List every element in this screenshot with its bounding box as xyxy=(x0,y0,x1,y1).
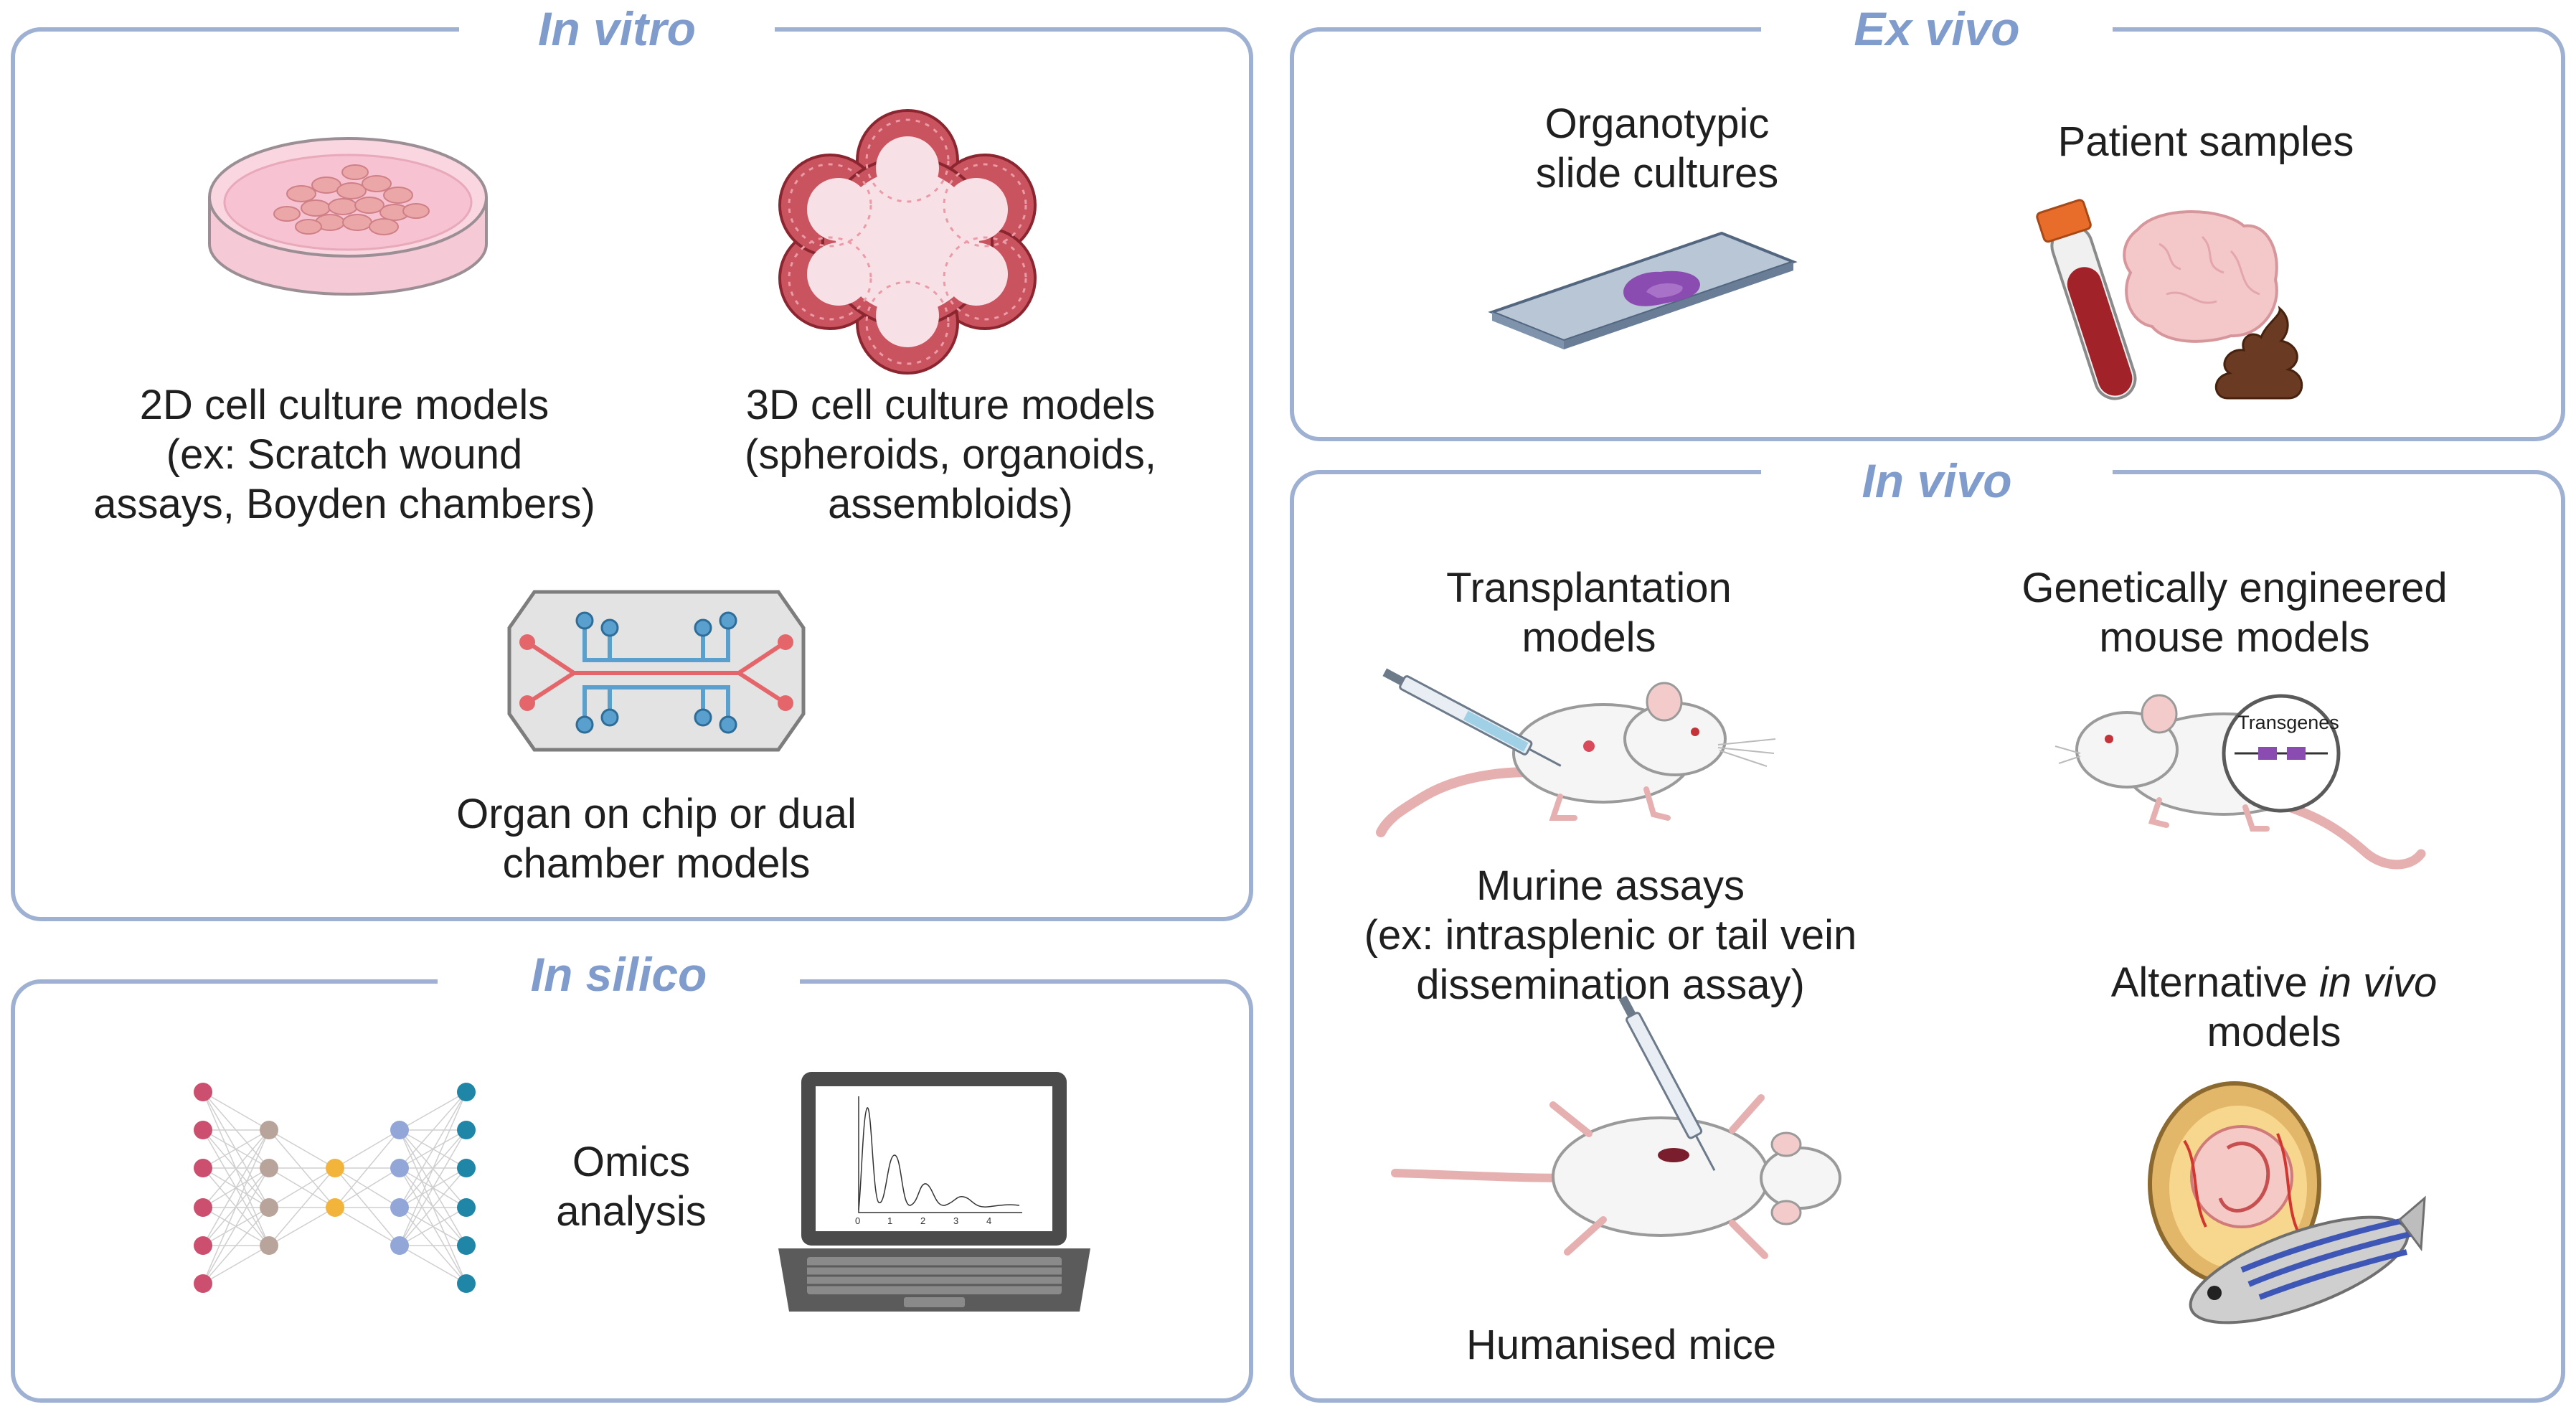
petri-dish-icon xyxy=(208,137,488,296)
label-organ-on-chip: Organ on chip or dual chamber models xyxy=(456,791,857,887)
label-2d-cell-culture: 2D cell culture models (ex: Scratch woun… xyxy=(93,382,595,527)
alt-prefix: Alternative xyxy=(2110,959,2319,1006)
patient-samples-icon xyxy=(2036,199,2303,400)
laptop-icon: 0 1 2 3 4 xyxy=(778,1069,1090,1317)
plot-tick-3: 3 xyxy=(953,1215,959,1226)
ex-vivo-panel xyxy=(1290,27,2565,441)
label-organotypic-slide: Organotypic slide cultures xyxy=(1535,100,1779,197)
label-transplantation-models: Transplantation models xyxy=(1446,565,1732,661)
organ-on-chip-icon xyxy=(507,590,806,752)
plot-tick-1: 1 xyxy=(887,1215,893,1226)
plot-tick-0: 0 xyxy=(855,1215,861,1226)
gem-mouse-icon xyxy=(2054,694,2426,870)
in-silico-title: In silico xyxy=(438,946,800,1003)
neural-network-icon xyxy=(194,1083,476,1293)
label-3d-cell-culture: 3D cell culture models (spheroids, organ… xyxy=(745,382,1156,527)
transplantation-mouse-icon xyxy=(1376,668,1776,837)
label-omics-analysis: Omics analysis xyxy=(556,1139,707,1235)
microscope-slide-icon xyxy=(1488,231,1798,349)
humanised-mouse-icon xyxy=(1391,995,1841,1259)
egg-zebrafish-icon xyxy=(2148,1081,2426,1324)
label-patient-samples: Patient samples xyxy=(2057,118,2354,165)
in-vitro-title: In vitro xyxy=(459,0,775,57)
organoid-icon xyxy=(778,109,1037,375)
in-vivo-title: In vivo xyxy=(1761,452,2113,509)
label-genetically-engineered-mouse: Genetically engineered mouse models xyxy=(2021,565,2448,661)
label-murine-assays: Murine assays (ex: intrasplenic or tail … xyxy=(1364,862,1857,1008)
label-humanised-mice: Humanised mice xyxy=(1466,1322,1776,1368)
alt-suffix: models xyxy=(2207,1009,2341,1055)
plot-tick-4: 4 xyxy=(986,1215,992,1226)
label-transgenes: Transgenes xyxy=(2237,712,2339,733)
alt-italic: in vivo xyxy=(2318,959,2438,1006)
ex-vivo-title: Ex vivo xyxy=(1761,0,2113,57)
plot-tick-2: 2 xyxy=(920,1215,926,1226)
